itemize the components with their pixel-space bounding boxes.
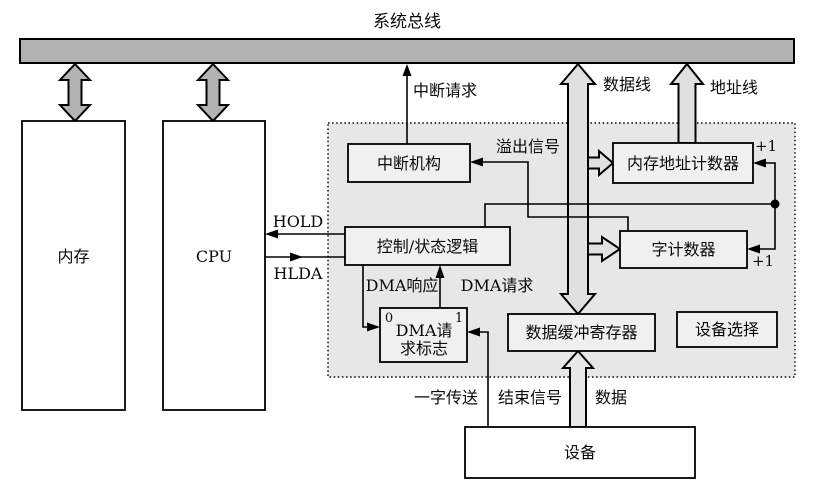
data-to-word-counter-branch-arrow — [587, 235, 622, 263]
interrupt-request-arrowhead-icon — [402, 64, 412, 76]
device-box — [464, 426, 696, 479]
dma-request-flag-label-line2: 求标志 — [400, 339, 448, 358]
data-line-label: 数据线 — [603, 75, 651, 94]
word-counter-plus1-arrowhead-icon — [747, 244, 760, 254]
hold-arrowhead-icon — [265, 229, 278, 239]
interrupt-mechanism-label: 中断机构 — [377, 154, 441, 173]
device-select-box — [676, 311, 778, 348]
control-status-logic-label: 控制/状态逻辑 — [377, 237, 478, 256]
data-buffer-register-label: 数据缓冲寄存器 — [525, 323, 637, 342]
dma-response-arrowhead-icon — [367, 322, 380, 332]
dma-flag-zero-label: 0 — [385, 311, 393, 326]
system-bus-label: 系统总线 — [373, 12, 441, 32]
wire-junction-dot — [770, 199, 780, 209]
device-label: 设备 — [564, 443, 596, 462]
word-transfer-label: 一字传送 — [414, 388, 478, 407]
word-counter-label: 字计数器 — [651, 240, 715, 259]
data-to-addr-counter-branch-arrow — [587, 148, 615, 178]
addr-counter-plus1-arrowhead-icon — [753, 158, 766, 168]
increment-word-counter-wire — [754, 204, 776, 250]
word-transfer-end-arrowhead-icon — [467, 327, 480, 337]
dma-flag-one-label: 1 — [455, 311, 463, 326]
dma-request-flag-label-line1: DMA请 — [396, 321, 453, 340]
cpu-box — [162, 120, 266, 411]
cpu-bus-bidirectional-arrow — [195, 62, 231, 123]
word-counter-box — [619, 230, 748, 269]
control-status-logic-box — [344, 226, 511, 266]
memory-bus-bidirectional-arrow — [57, 62, 93, 123]
dma-response-label: DMA响应 — [366, 276, 439, 295]
device-select-label: 设备选择 — [695, 320, 759, 339]
memory-address-counter-box — [612, 142, 754, 184]
overflow-arrowhead-icon — [470, 157, 483, 167]
interrupt-mechanism-box — [347, 143, 471, 183]
memory-address-counter-label: 内存地址计数器 — [627, 154, 739, 173]
memory-label: 内存 — [57, 247, 89, 266]
overflow-signal-wire — [478, 161, 629, 231]
interrupt-request-label: 中断请求 — [413, 81, 477, 100]
data-buffer-register-box — [507, 313, 656, 352]
dma-request-arrowhead-icon — [435, 265, 445, 278]
dma-request-label: DMA请求 — [461, 276, 534, 295]
system-bus-bar — [19, 38, 795, 64]
data-label: 数据 — [595, 388, 627, 407]
hlda-arrowhead-icon — [290, 252, 303, 262]
device-data-arrow — [560, 349, 596, 428]
hold-label: HOLD — [273, 212, 324, 231]
dma-request-flag-box — [379, 307, 468, 363]
memory-box — [21, 120, 126, 411]
plus-one-top-label: +1 — [755, 137, 777, 155]
plus-one-bottom-label: +1 — [752, 252, 774, 270]
overflow-signal-label: 溢出信号 — [496, 137, 560, 156]
end-signal-label: 结束信号 — [498, 388, 562, 407]
hlda-label: HLDA — [274, 264, 323, 283]
cpu-label: CPU — [196, 247, 232, 266]
address-line-label: 地址线 — [710, 78, 758, 97]
